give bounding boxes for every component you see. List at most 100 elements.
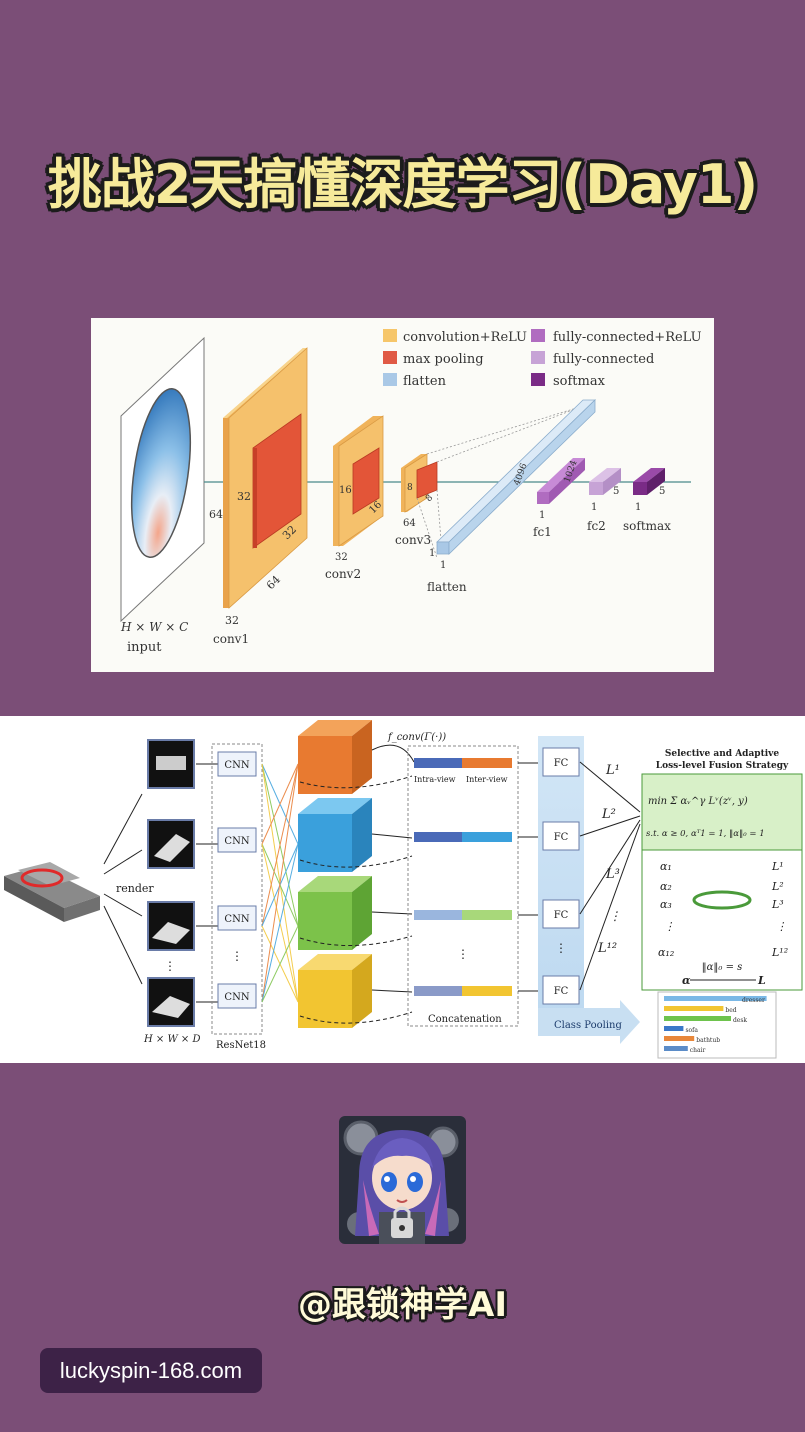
feature-cube-orange bbox=[298, 720, 372, 794]
formula-objective: min Σ αᵥ^γ Lᵛ(zᵛ, y) bbox=[648, 796, 748, 807]
author-handle: @跟锁神学AI bbox=[298, 1285, 507, 1325]
resnet-box bbox=[211, 743, 263, 1035]
loss-label-12: L¹² bbox=[597, 941, 617, 956]
dashed-arrows bbox=[299, 775, 413, 1024]
anime-girl-lock-avatar-icon bbox=[339, 1116, 466, 1244]
fc-label-1: FC bbox=[554, 758, 569, 769]
fc1-dim-2: 1 bbox=[539, 510, 545, 521]
class-bar-dresser bbox=[664, 996, 767, 1001]
formula-constraint: s.t. α ≥ 0, αᵀ1 = 1, ‖α‖₀ = 1 bbox=[646, 829, 765, 839]
loss-label-1: L¹ bbox=[605, 763, 620, 778]
softmax-dim-2: 5 bbox=[659, 486, 665, 497]
feature-cube-green bbox=[298, 876, 372, 950]
cnn-architecture-figure: convolution+ReLU fully-connected+ReLU ma… bbox=[91, 318, 714, 672]
render-label: render bbox=[116, 882, 154, 895]
conv1-dim-pool: 32 bbox=[237, 490, 251, 503]
concat-box bbox=[407, 745, 519, 1027]
right-loss-3: L³ bbox=[771, 898, 784, 911]
class-bar-bed bbox=[664, 1006, 724, 1011]
loss-label-2: L² bbox=[601, 807, 616, 822]
cnn-architecture-svg: convolution+ReLU fully-connected+ReLU ma… bbox=[120, 329, 702, 655]
conv1-label: conv1 bbox=[213, 632, 249, 646]
view-images: ⋮ H × W × D bbox=[143, 739, 201, 1045]
flatten-dim-2: 1 bbox=[440, 560, 446, 571]
solid-arrows bbox=[371, 744, 415, 993]
fc-block-2 bbox=[542, 821, 580, 851]
cnn-block-1 bbox=[217, 751, 257, 777]
legend-swatch-fc bbox=[531, 351, 545, 364]
legend-fcrelu: fully-connected+ReLU bbox=[553, 330, 702, 345]
strategy-weights-box bbox=[641, 849, 803, 991]
conv3-label: conv3 bbox=[395, 533, 431, 547]
conv2-dim-width: 32 bbox=[335, 552, 348, 563]
class-label-dresser: dresser bbox=[742, 997, 765, 1004]
fc-blocks: FC FC FC ⋮ FC bbox=[542, 747, 580, 1005]
feature-crossing-lines bbox=[261, 763, 299, 1003]
loss-labels: L¹ L² L³ ⋮ L¹² bbox=[597, 763, 621, 956]
fc1-label: fc1 bbox=[533, 525, 552, 539]
class-pooling-label: Class Pooling bbox=[554, 1020, 622, 1031]
class-bar-bathtub bbox=[664, 1036, 695, 1041]
fc2-dim-2: 1 bbox=[591, 502, 597, 513]
cnn-blocks: CNN CNN CNN ⋮ CNN bbox=[217, 751, 257, 1009]
class-label-bathtub: bathtub bbox=[696, 1037, 720, 1044]
svg-text:⋮: ⋮ bbox=[231, 949, 243, 963]
right-loss-2: L² bbox=[771, 880, 784, 893]
legend-swatch-pool bbox=[383, 351, 397, 364]
legend-pool: max pooling bbox=[403, 352, 484, 367]
alpha-dots: ⋮ bbox=[664, 920, 675, 933]
cnn-label-2: CNN bbox=[224, 836, 249, 847]
view-to-cnn-arrows bbox=[196, 763, 218, 1003]
legend-swatch-flatten bbox=[383, 373, 397, 386]
fc2-block: 1 5 fc2 bbox=[587, 468, 621, 533]
strategy-title-1: Selective and Adaptive bbox=[665, 749, 780, 759]
alpha-symbol: α bbox=[682, 974, 691, 987]
feature-cube-blue bbox=[298, 798, 372, 872]
fc-label-2: FC bbox=[554, 832, 569, 843]
concat-to-fc-arrows bbox=[518, 762, 540, 992]
input-label: input bbox=[127, 640, 162, 655]
cnn-label-1: CNN bbox=[224, 760, 249, 771]
view-dims: H × W × D bbox=[143, 1034, 201, 1045]
legend-softmax: softmax bbox=[553, 374, 606, 389]
class-label-chair: chair bbox=[690, 1047, 706, 1054]
cnn-label-3: CNN bbox=[224, 914, 249, 925]
legend-swatch-fcrelu bbox=[531, 329, 545, 342]
conv2-label: conv2 bbox=[325, 567, 361, 581]
input-dims: H × W × C bbox=[120, 620, 188, 634]
legend-conv: convolution+ReLU bbox=[403, 330, 527, 345]
legend-swatch-conv bbox=[383, 329, 397, 342]
class-bar-desk bbox=[664, 1016, 731, 1021]
conv2-dim-height: 16 bbox=[339, 485, 352, 496]
class-pooling-arrow bbox=[538, 1000, 640, 1044]
cnn-block-2 bbox=[217, 827, 257, 853]
projection-lines bbox=[416, 405, 584, 559]
cycle-arrows-icon bbox=[692, 890, 752, 910]
legend-flatten: flatten bbox=[403, 374, 447, 389]
avatar[interactable] bbox=[339, 1116, 466, 1244]
rotation-icon bbox=[20, 868, 64, 888]
legend-swatch-softmax bbox=[531, 373, 545, 386]
alpha-12: α₁₂ bbox=[658, 946, 674, 959]
input-image: H × W × C input bbox=[120, 336, 205, 655]
source-3d-model bbox=[4, 862, 100, 922]
feature-cube-yellow bbox=[298, 954, 372, 1028]
conv1-dim-depth: 32 bbox=[225, 614, 239, 627]
multiview-fusion-figure: render ⋮ H × W × D CNN CNN CNN ⋮ CNN Res… bbox=[0, 716, 805, 1063]
legend-fc: fully-connected bbox=[553, 352, 654, 367]
inter-view-label: Inter-view bbox=[466, 775, 508, 784]
page-title: 挑战2天搞懂深度学习(Day1) bbox=[47, 153, 758, 216]
flatten-label: flatten bbox=[427, 580, 467, 594]
fconv-label: f_conv(Γ(·)) bbox=[387, 732, 446, 743]
loss-arrows bbox=[579, 761, 641, 991]
strategy-formula-box bbox=[641, 773, 803, 851]
norm-equation: ‖α‖₀ = s bbox=[702, 962, 743, 973]
multiview-fusion-svg: render ⋮ H × W × D CNN CNN CNN ⋮ CNN Res… bbox=[4, 720, 803, 1059]
class-bar-chair bbox=[664, 1046, 688, 1051]
svg-text:⋮: ⋮ bbox=[457, 947, 469, 961]
strategy-title-2: Loss-level Fusion Strategy bbox=[656, 761, 789, 771]
feature-cubes bbox=[298, 720, 372, 1028]
fc2-label: fc2 bbox=[587, 519, 606, 533]
class-bar-sofa bbox=[664, 1026, 684, 1031]
